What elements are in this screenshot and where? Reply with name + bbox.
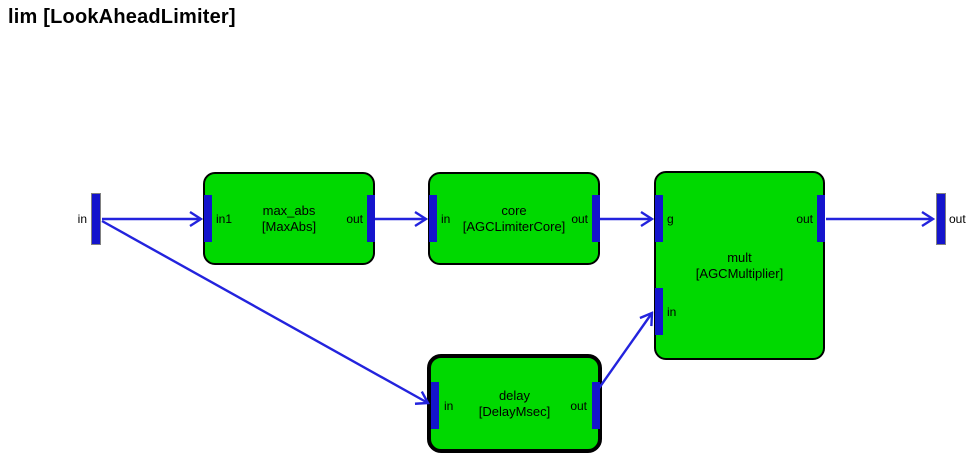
block-mult[interactable]: mult [AGCMultiplier] bbox=[654, 171, 825, 360]
core-in-port-bar[interactable] bbox=[429, 195, 437, 242]
wire-in-to-delay[interactable] bbox=[101, 219, 428, 403]
block-delay-name: delay bbox=[498, 387, 531, 403]
maxabs-out-port-bar[interactable] bbox=[367, 195, 375, 242]
outer-input-port-label: in bbox=[77, 212, 87, 226]
delay-in-port-bar[interactable] bbox=[431, 382, 439, 429]
outer-output-port-label: out bbox=[949, 212, 966, 226]
core-out-port-label: out bbox=[571, 212, 588, 226]
mult-g-port-label: g bbox=[667, 212, 674, 226]
outer-output-port-bar[interactable] bbox=[936, 193, 946, 245]
block-max-abs-type: [MaxAbs] bbox=[261, 218, 317, 234]
block-core-name: core bbox=[501, 202, 527, 218]
maxabs-out-port-label: out bbox=[346, 212, 363, 226]
mult-out-port-bar[interactable] bbox=[817, 195, 825, 242]
maxabs-in1-port-label: in1 bbox=[216, 212, 233, 226]
maxabs-in1-port-bar[interactable] bbox=[204, 195, 212, 242]
block-max-abs-name: max_abs bbox=[262, 202, 316, 218]
core-in-port-label: in bbox=[441, 212, 451, 226]
wire-delay-to-mult[interactable] bbox=[596, 313, 652, 392]
mult-in-port-bar[interactable] bbox=[655, 288, 663, 335]
delay-out-port-bar[interactable] bbox=[592, 382, 600, 429]
block-mult-type: [AGCMultiplier] bbox=[695, 265, 784, 281]
delay-in-port-label: in bbox=[444, 399, 454, 413]
outer-input-port-bar[interactable] bbox=[91, 193, 101, 245]
mult-out-port-label: out bbox=[796, 212, 813, 226]
core-out-port-bar[interactable] bbox=[592, 195, 600, 242]
diagram-title: lim [LookAheadLimiter] bbox=[8, 6, 236, 28]
block-core-type: [AGCLimiterCore] bbox=[462, 218, 566, 234]
block-mult-name: mult bbox=[727, 249, 752, 265]
delay-out-port-label: out bbox=[570, 399, 587, 413]
block-delay-type: [DelayMsec] bbox=[478, 403, 551, 419]
mult-in-port-label: in bbox=[667, 305, 677, 319]
mult-g-port-bar[interactable] bbox=[655, 195, 663, 242]
